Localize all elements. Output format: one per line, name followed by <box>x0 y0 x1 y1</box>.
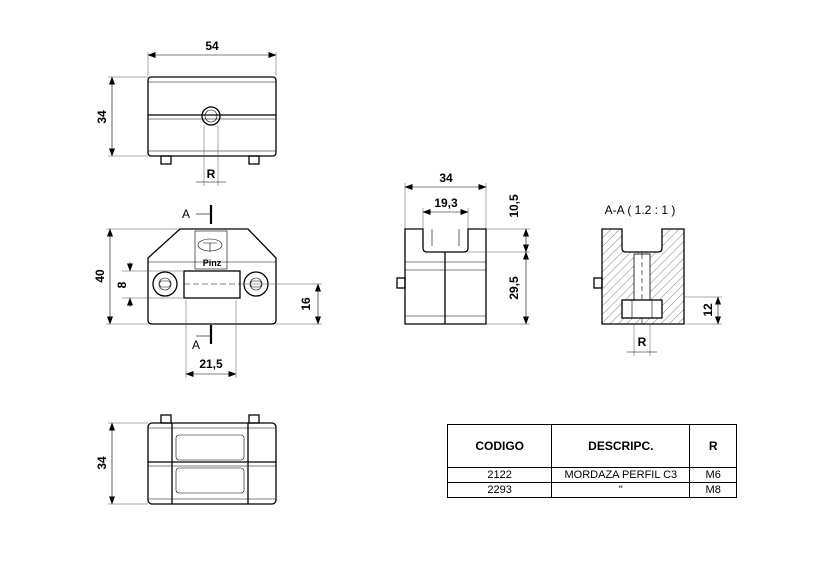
bottom-view: 34 <box>95 414 277 505</box>
dim-top-width: 54 <box>205 39 219 53</box>
dim-bottom-height: 34 <box>95 456 109 470</box>
logo-brand: Pinz <box>203 258 222 268</box>
table-row: 2293 " M8 <box>446 482 737 498</box>
dim-side-width: 34 <box>439 171 453 185</box>
dim-front-height: 40 <box>93 269 107 283</box>
dim-section-r: R <box>638 335 647 349</box>
table-cell-codigo: 2293 <box>446 482 553 498</box>
table-cell-descripc: MORDAZA PERFIL C3 <box>551 467 691 483</box>
section-view: A-A ( 1.2 : 1 ) 12 R <box>593 203 722 356</box>
dim-front-slot: 8 <box>115 281 129 288</box>
table-cell-codigo: 2122 <box>446 467 553 483</box>
dim-top-r: R <box>207 167 216 181</box>
section-title: A-A ( 1.2 : 1 ) <box>605 203 676 217</box>
dim-top-height: 34 <box>95 110 109 124</box>
dim-front-center: 21,5 <box>199 357 223 371</box>
dim-side-top: 10,5 <box>507 194 521 218</box>
dim-side-body: 29,5 <box>507 276 521 300</box>
section-marker-top: A <box>182 207 190 221</box>
side-view: 34 19,3 10,5 29,5 <box>396 171 530 325</box>
table-cell-r: M6 <box>689 467 737 483</box>
table-row: 2122 MORDAZA PERFIL C3 M6 <box>446 467 737 483</box>
table-header-r: R <box>689 424 737 468</box>
dim-section-nut: 12 <box>701 303 715 317</box>
table-cell-descripc: " <box>551 482 691 498</box>
front-view: A 40 Pinz 8 16 A 21,5 <box>93 205 322 378</box>
spec-table: CODIGO DESCRIPC. R 2122 MORDAZA PERFIL C… <box>446 424 737 498</box>
table-header-descripc: DESCRIPC. <box>551 424 691 468</box>
table-cell-r: M8 <box>689 482 737 498</box>
top-view: 54 34 R <box>95 39 277 186</box>
table-header-row: CODIGO DESCRIPC. R <box>446 424 737 468</box>
section-marker-bottom: A <box>192 338 200 352</box>
table-header-codigo: CODIGO <box>446 424 553 468</box>
dim-side-slot: 19,3 <box>434 196 458 210</box>
dim-front-right: 16 <box>299 297 313 311</box>
